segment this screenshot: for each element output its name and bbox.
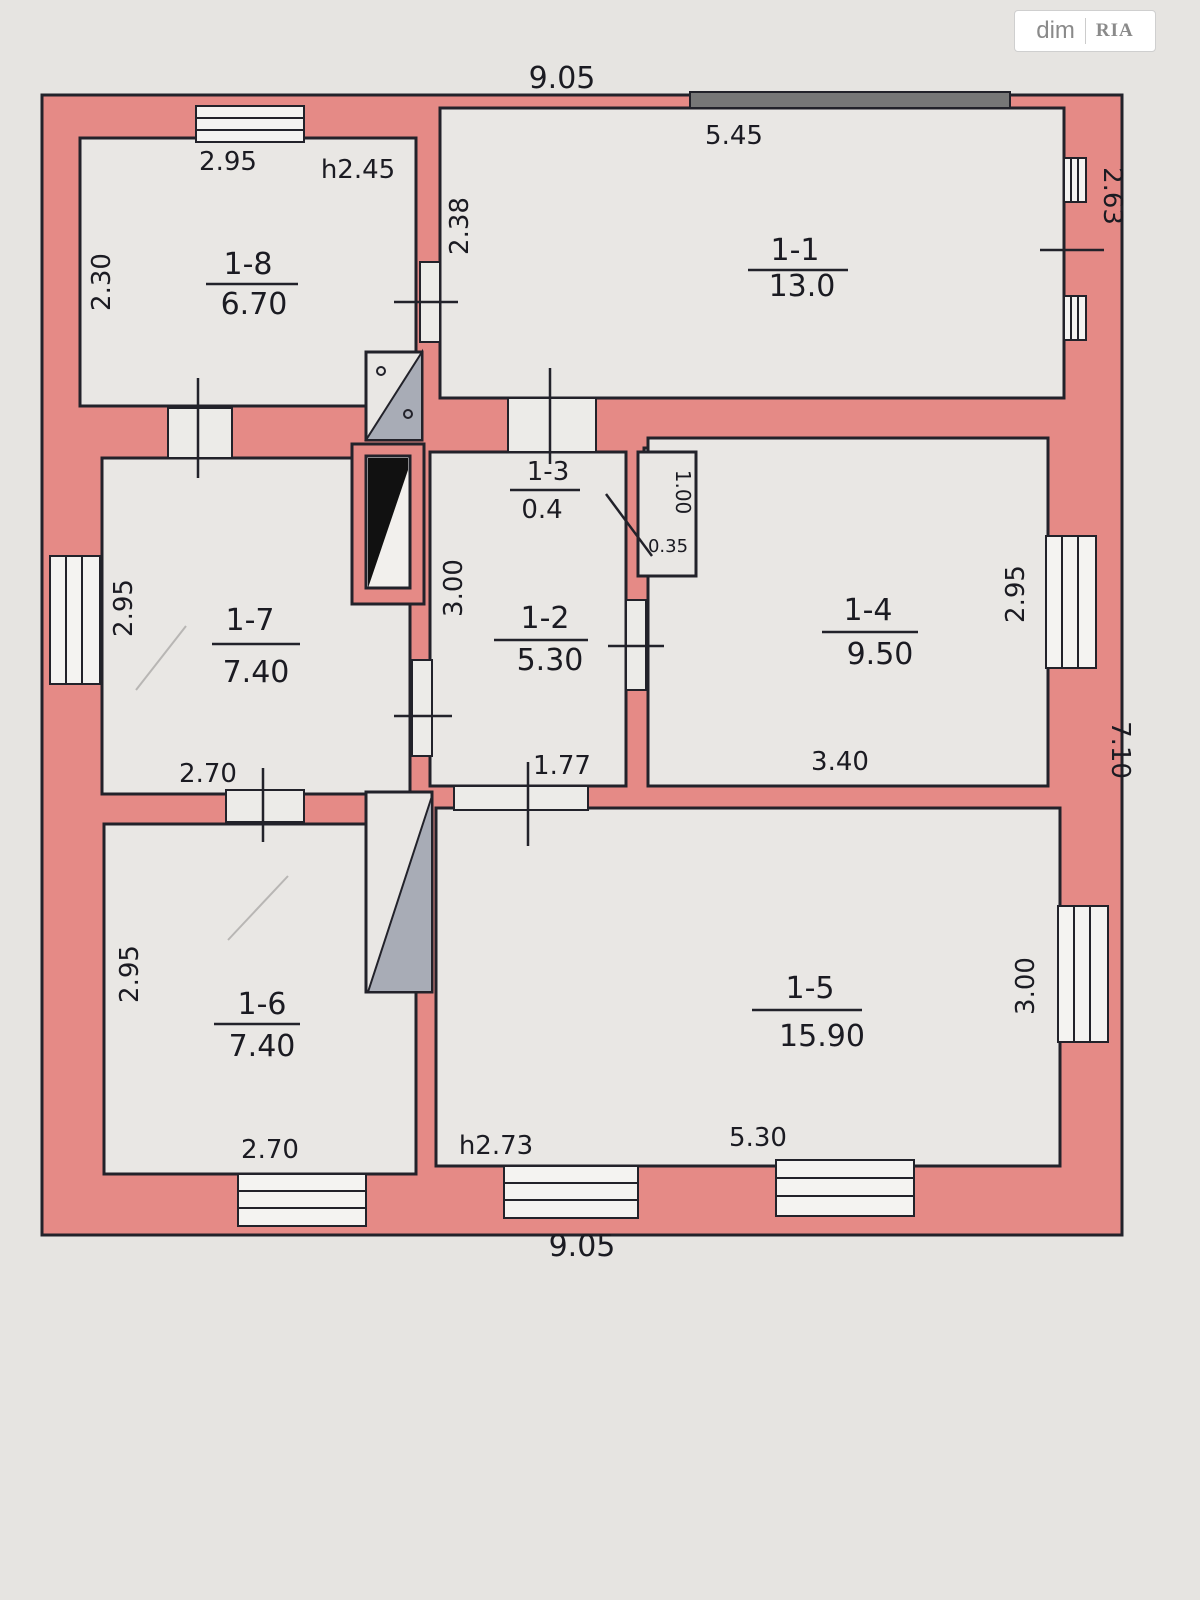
dim-r16-height: 2.95 [115, 945, 145, 1003]
dim-r17-width: 2.70 [179, 759, 237, 789]
room-1-3-area: 0.4 [521, 495, 562, 525]
room-1-2-area: 5.30 [517, 643, 584, 678]
pencil-marks [135, 625, 289, 941]
room-1-7-number: 1-7 [226, 603, 275, 638]
vent-dot [403, 409, 413, 419]
dimension-labels: 9.05 9.05 7.10 2.95 h2.45 2.30 5.45 2.63… [87, 61, 1135, 1264]
room-1-2-number: 1-2 [521, 601, 570, 636]
room-1-1 [438, 106, 1066, 400]
dim-bottom-total: 9.05 [549, 1229, 616, 1264]
room-1-1-area: 13.0 [769, 269, 836, 304]
room-1-8-area: 6.70 [221, 287, 288, 322]
watermark-logo: RIA [1095, 20, 1134, 41]
dim-top-total: 9.05 [529, 61, 596, 96]
stair-fill [366, 795, 433, 993]
watermark-badge: dim RIA [1014, 10, 1156, 52]
door-ticks [196, 248, 1104, 846]
dim-r15-height: 3.00 [1011, 957, 1041, 1015]
room-1-4-area: 9.50 [847, 637, 914, 672]
room-1-3-number: 1-3 [527, 457, 569, 487]
dim-r18-height: 2.30 [87, 253, 117, 311]
doorways [167, 261, 647, 823]
room-1-8-number: 1-8 [224, 247, 273, 282]
dim-r14-width: 3.40 [811, 747, 869, 777]
room-1-7-area: 7.40 [223, 655, 290, 690]
dim-r11-left: 2.38 [445, 197, 475, 255]
room-1-1-number: 1-1 [771, 233, 820, 268]
room-1-2 [428, 450, 628, 788]
dim-r11-height: 2.63 [1097, 167, 1127, 225]
watermark-divider [1084, 18, 1086, 44]
room-1-3-top [636, 450, 698, 578]
dim-r14-height: 2.95 [1001, 565, 1031, 623]
watermark-dim: dim [1036, 17, 1075, 44]
vent-dot [376, 366, 386, 376]
dim-right-total: 7.10 [1105, 721, 1135, 779]
dim-r18-width: 2.95 [199, 147, 257, 177]
dim-r15-ceiling: h2.73 [459, 1131, 533, 1161]
room-1-6-area: 7.40 [229, 1029, 296, 1064]
dim-r16-width: 2.70 [241, 1135, 299, 1165]
room-1-5-number: 1-5 [786, 971, 835, 1006]
dim-r12-height: 3.00 [439, 559, 469, 617]
windows [49, 91, 1109, 1227]
room-1-4 [646, 436, 1050, 788]
dim-r13-height: 1.00 [671, 470, 695, 515]
room-1-4-number: 1-4 [844, 593, 893, 628]
room-1-5 [434, 806, 1062, 1168]
dim-r18-ceiling: h2.45 [321, 155, 395, 185]
room-1-6-number: 1-6 [238, 987, 287, 1022]
dim-r17-height: 2.95 [109, 579, 139, 637]
room-1-8 [78, 136, 418, 408]
room-1-5-area: 15.90 [779, 1019, 865, 1054]
dim-r15-width: 5.30 [729, 1123, 787, 1153]
stove-flue [368, 458, 408, 588]
dim-r11-width: 5.45 [705, 121, 763, 151]
dim-r12-width: 1.77 [533, 751, 591, 781]
room-labels: 1-1 13.0 1-2 5.30 1-3 0.4 1-4 9.50 1-5 1… [206, 233, 918, 1064]
dim-r13-width: 0.35 [648, 536, 688, 557]
